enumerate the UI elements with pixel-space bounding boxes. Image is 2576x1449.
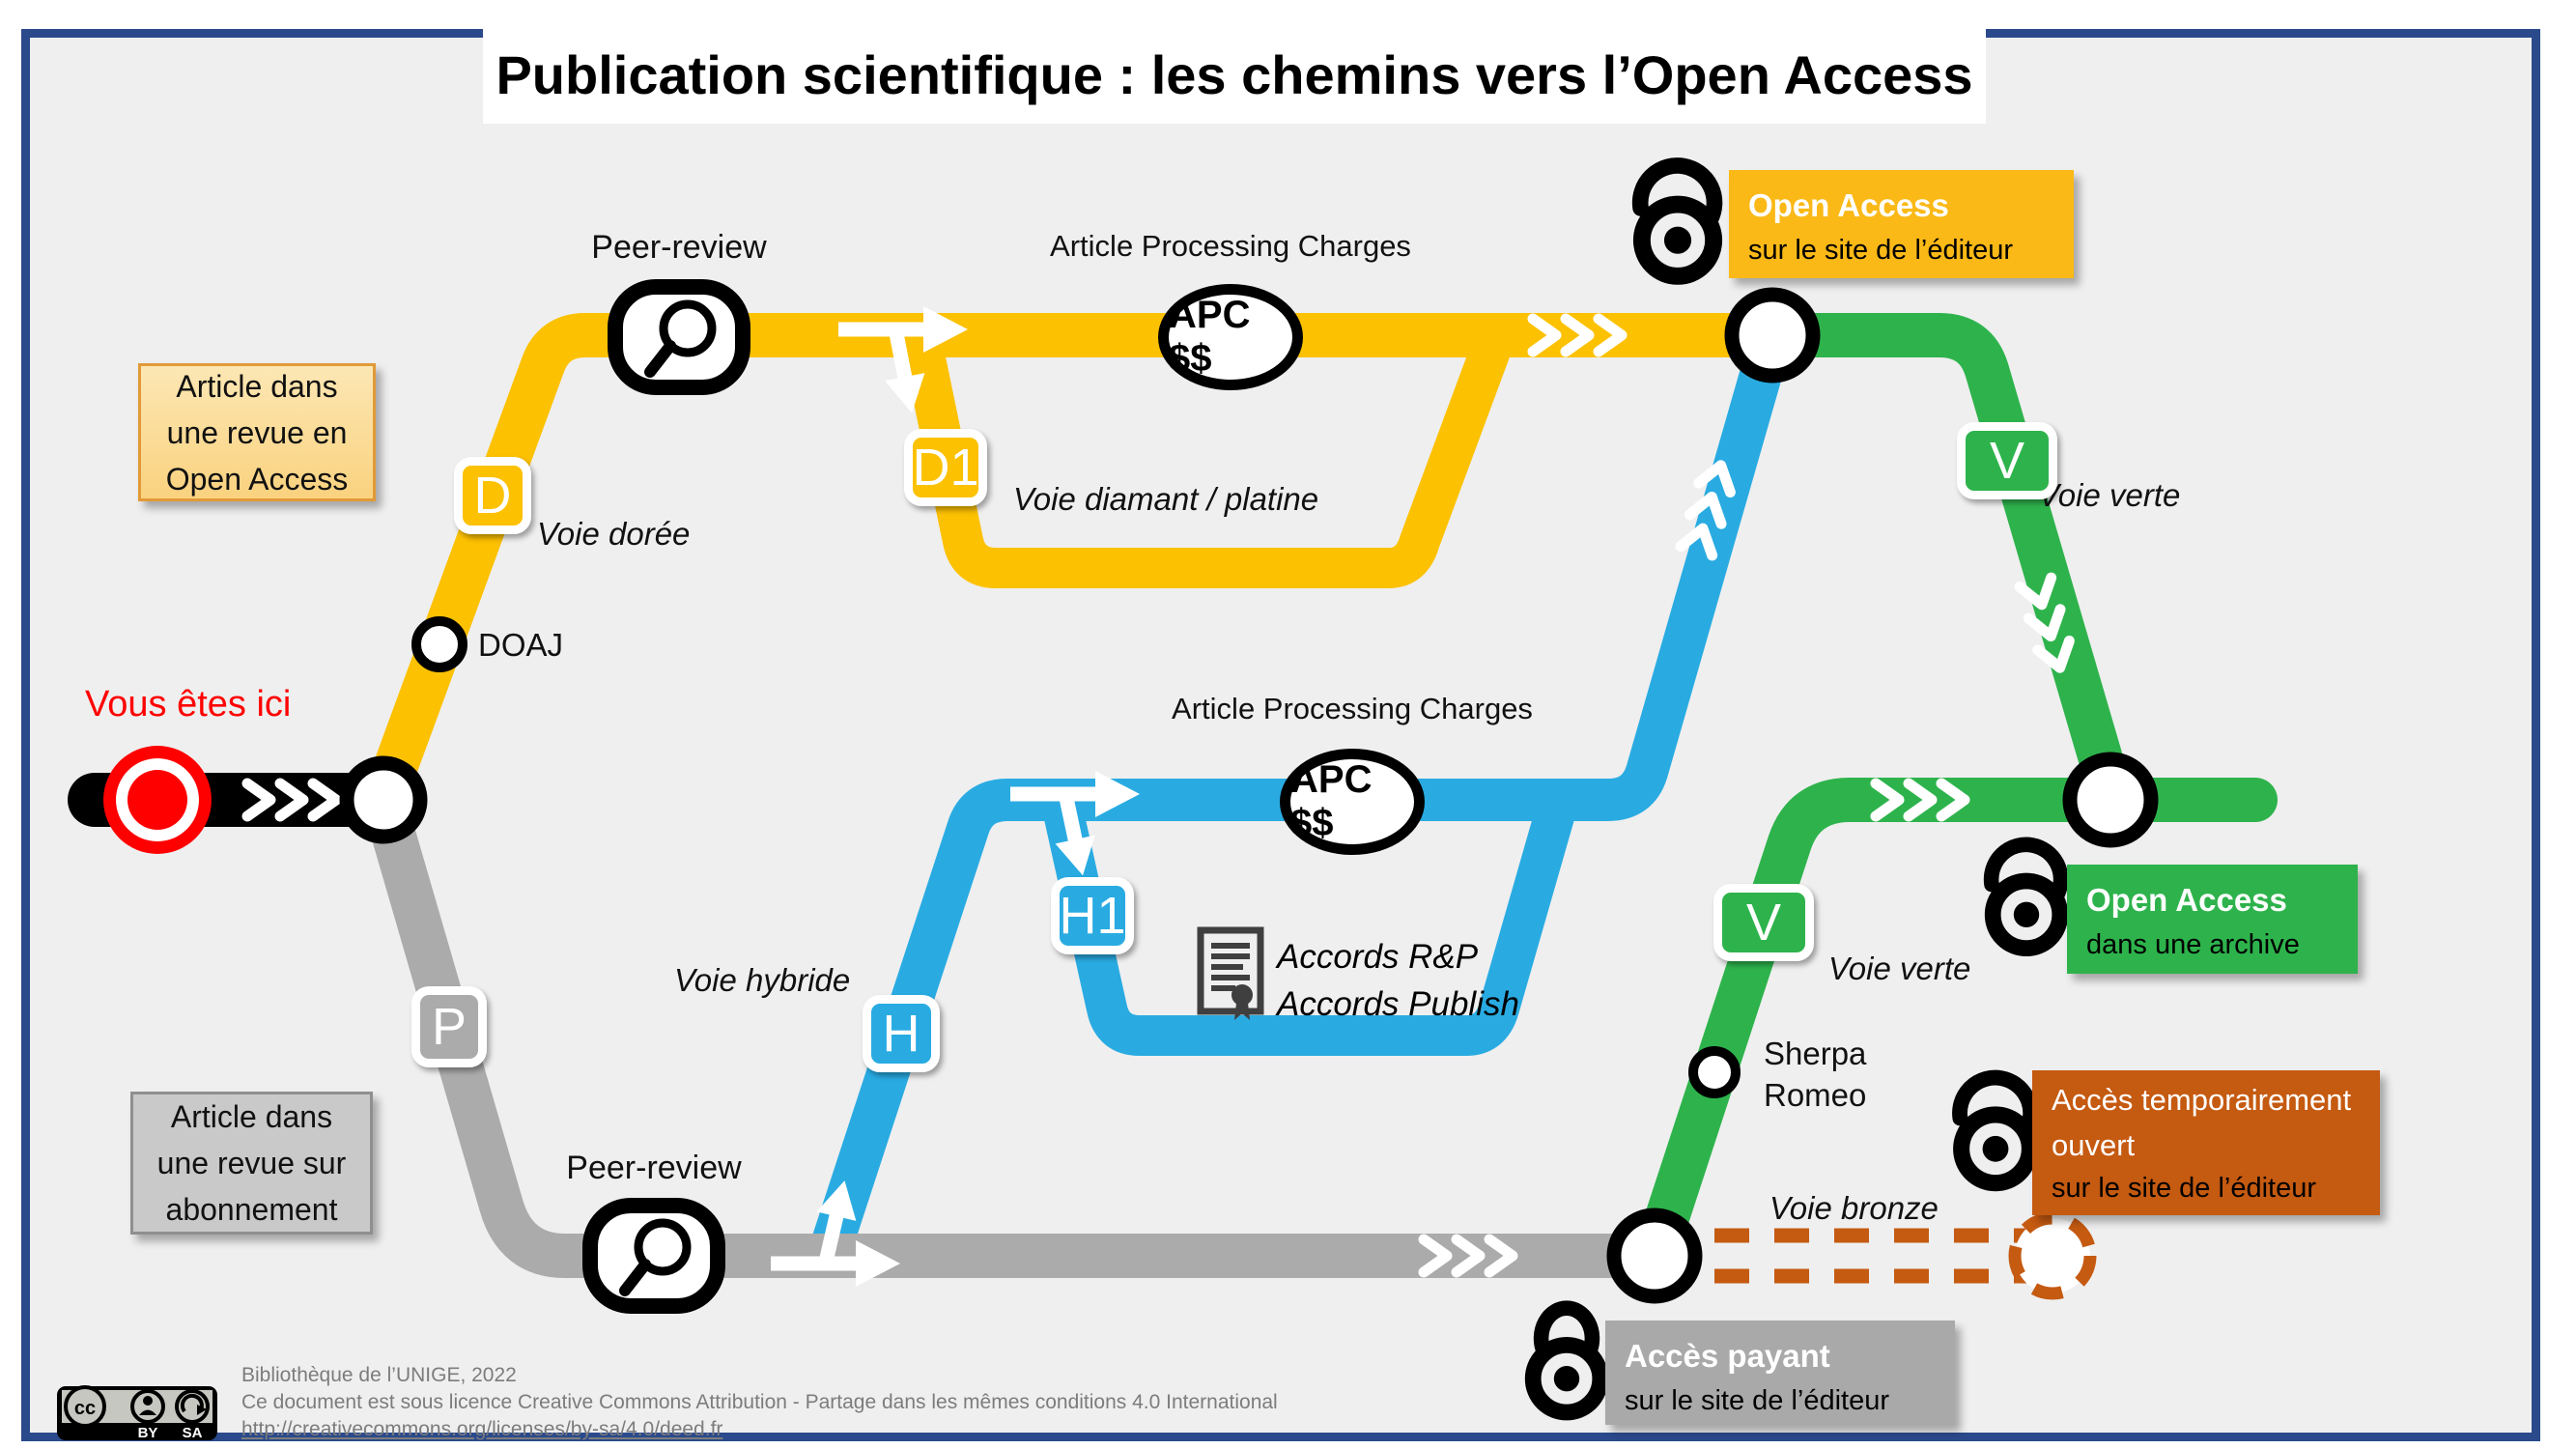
- line-green-upper: [1772, 313, 2133, 799]
- fork-arrow-blue-head: [1095, 771, 1140, 817]
- line-subscription-gray: [361, 793, 1655, 1278]
- footer-credit: Bibliothèque de l’UNIGE, 2022: [241, 1364, 517, 1386]
- sherpa-romeo-label: Sherpa Romeo: [1764, 1034, 1866, 1117]
- box-acces-temporaire: Accès temporairement ouvert sur le site …: [2032, 1070, 2380, 1215]
- box-article-revue-open-access: Article dans une revue en Open Access: [138, 363, 376, 501]
- station-you-are-here: [103, 746, 212, 854]
- box-title: Accès payant: [1625, 1338, 1830, 1374]
- closed-lock-icon-paid: [1533, 1308, 1600, 1412]
- box-line: une revue en: [166, 414, 348, 450]
- agreements-note: Accords R&P Accords Publish: [1277, 933, 1519, 1028]
- station-oa-archive: [2062, 752, 2159, 848]
- fork-arrow-gray: [771, 1180, 900, 1287]
- you-are-here-core: [127, 770, 187, 830]
- badge-line-h: H: [863, 995, 940, 1072]
- station-paid-access: [1606, 1208, 1703, 1304]
- fork-arrow-gold: [838, 306, 968, 413]
- box-title: Accès temporairement: [2052, 1083, 2352, 1117]
- route-label-hybride: Voie hybride: [674, 962, 851, 998]
- you-are-here-label: Vous êtes ici: [85, 684, 292, 724]
- sa-label: SA: [183, 1425, 203, 1441]
- box-subtitle: dans une archive: [2086, 928, 2300, 960]
- fork-arrow-blue-branch-head: [1055, 835, 1095, 876]
- by-label: BY: [138, 1425, 158, 1441]
- box-open-access-editeur: Open Access sur le site de l’éditeur: [1729, 170, 2074, 278]
- badge-line-h1: H1: [1051, 877, 1134, 954]
- footer-license-url[interactable]: http://creativecommons.org/licenses/by-s…: [241, 1418, 723, 1440]
- badge-line-d1: D1: [904, 429, 987, 506]
- station-bronze-dashed: [2008, 1211, 2097, 1300]
- apc-station-blue: APC $$: [1280, 749, 1425, 855]
- document-seal-icon: [1197, 926, 1264, 1020]
- line-green-lower: [1632, 778, 2278, 1278]
- route-label-bronze: Voie bronze: [1769, 1190, 1939, 1226]
- line-gold: [362, 313, 1772, 808]
- route-label-verte-upper: Voie verte: [2038, 477, 2181, 513]
- open-lock-icon-editor: [1640, 165, 1714, 275]
- agreements-line2: Accords Publish: [1277, 985, 1519, 1023]
- apc-station-gold: APC $$: [1158, 284, 1303, 390]
- box-subtitle: sur le site de l’éditeur: [1625, 1384, 1890, 1416]
- line-hybrid-h1-loop: [1040, 794, 1579, 1056]
- by-person-icon: [130, 1389, 165, 1424]
- badge-line-d: D: [454, 457, 531, 534]
- box-open-access-archive: Open Access dans une archive: [2067, 865, 2358, 974]
- route-label-diamant: Voie diamant / platine: [1013, 481, 1319, 517]
- box-line: Open Access: [165, 461, 349, 497]
- fork-arrow-gray-branch: [819, 1208, 845, 1260]
- sa-arrow-head: [197, 1405, 207, 1415]
- station-sherpa-romeo: [1688, 1046, 1741, 1098]
- document-seal: [1231, 984, 1253, 1006]
- open-lock-icon-archive: [1992, 844, 2061, 948]
- footer-license: Ce document est sous licence Creative Co…: [241, 1391, 1278, 1413]
- station-doaj: [411, 616, 467, 672]
- badge-line-p: P: [411, 986, 487, 1067]
- cc-icon: [64, 1385, 106, 1428]
- box-acces-payant: Accès payant sur le site de l’éditeur: [1605, 1321, 1955, 1425]
- box-line: Article dans: [170, 1099, 333, 1134]
- badge-line-v-upper: V: [1957, 422, 2057, 499]
- fork-arrow-gold-branch: [889, 331, 914, 384]
- by-person-body: [139, 1409, 156, 1415]
- route-label-verte-lower: Voie verte: [1828, 951, 1971, 986]
- fork-arrow-blue-branch: [1059, 796, 1084, 847]
- page-title: Publication scientifique : les chemins v…: [483, 25, 1986, 124]
- box-line: abonnement: [165, 1192, 338, 1227]
- sa-arrow: [180, 1393, 204, 1413]
- box-article-revue-abonnement: Article dans une revue sur abonnement: [130, 1092, 373, 1235]
- open-lock-icon-bronze: [1960, 1078, 2030, 1183]
- document-seal-ribbon: [1234, 1003, 1250, 1020]
- fork-arrow-gold-head: [923, 306, 968, 353]
- agreements-line1: Accords R&P: [1277, 938, 1479, 976]
- sherpa-line: Sherpa: [1764, 1036, 1867, 1071]
- fork-arrow-blue: [1010, 771, 1140, 876]
- fork-arrow-gold-branch-head: [885, 373, 925, 413]
- peer-review-label-gold: Peer-review: [591, 229, 767, 266]
- box-subtitle: sur le site de l’éditeur: [1748, 234, 2014, 266]
- doaj-label: DOAJ: [478, 627, 564, 663]
- fork-arrow-gray-branch-head: [816, 1180, 857, 1221]
- apc-label-gold: Article Processing Charges: [1050, 229, 1411, 263]
- apc-label-blue: Article Processing Charges: [1172, 692, 1533, 725]
- box-title: Open Access: [2086, 882, 2287, 918]
- cc-icon-text: cc: [74, 1398, 96, 1419]
- line-gold-d1-loop: [900, 327, 1515, 588]
- fork-arrow-gray-head: [856, 1240, 900, 1287]
- box-title2: ouvert: [2052, 1127, 2136, 1162]
- peer-review-station-gold: [615, 287, 743, 387]
- romeo-line: Romeo: [1764, 1076, 1867, 1113]
- route-label-doree: Voie dorée: [537, 516, 691, 552]
- box-line: une revue sur: [156, 1146, 347, 1180]
- box-subtitle: sur le site de l’éditeur: [2052, 1173, 2317, 1204]
- box-line: Article dans: [176, 368, 338, 404]
- station-oa-editor: [1724, 287, 1821, 384]
- cc-by-sa-badge: cc BY SA: [57, 1385, 217, 1441]
- station-junction-start: [339, 755, 428, 844]
- box-title: Open Access: [1748, 187, 1949, 223]
- by-person-head: [143, 1396, 153, 1406]
- peer-review-label-gray: Peer-review: [566, 1150, 742, 1186]
- peer-review-station-gray: [590, 1206, 718, 1306]
- badge-line-v-lower: V: [1713, 884, 1814, 961]
